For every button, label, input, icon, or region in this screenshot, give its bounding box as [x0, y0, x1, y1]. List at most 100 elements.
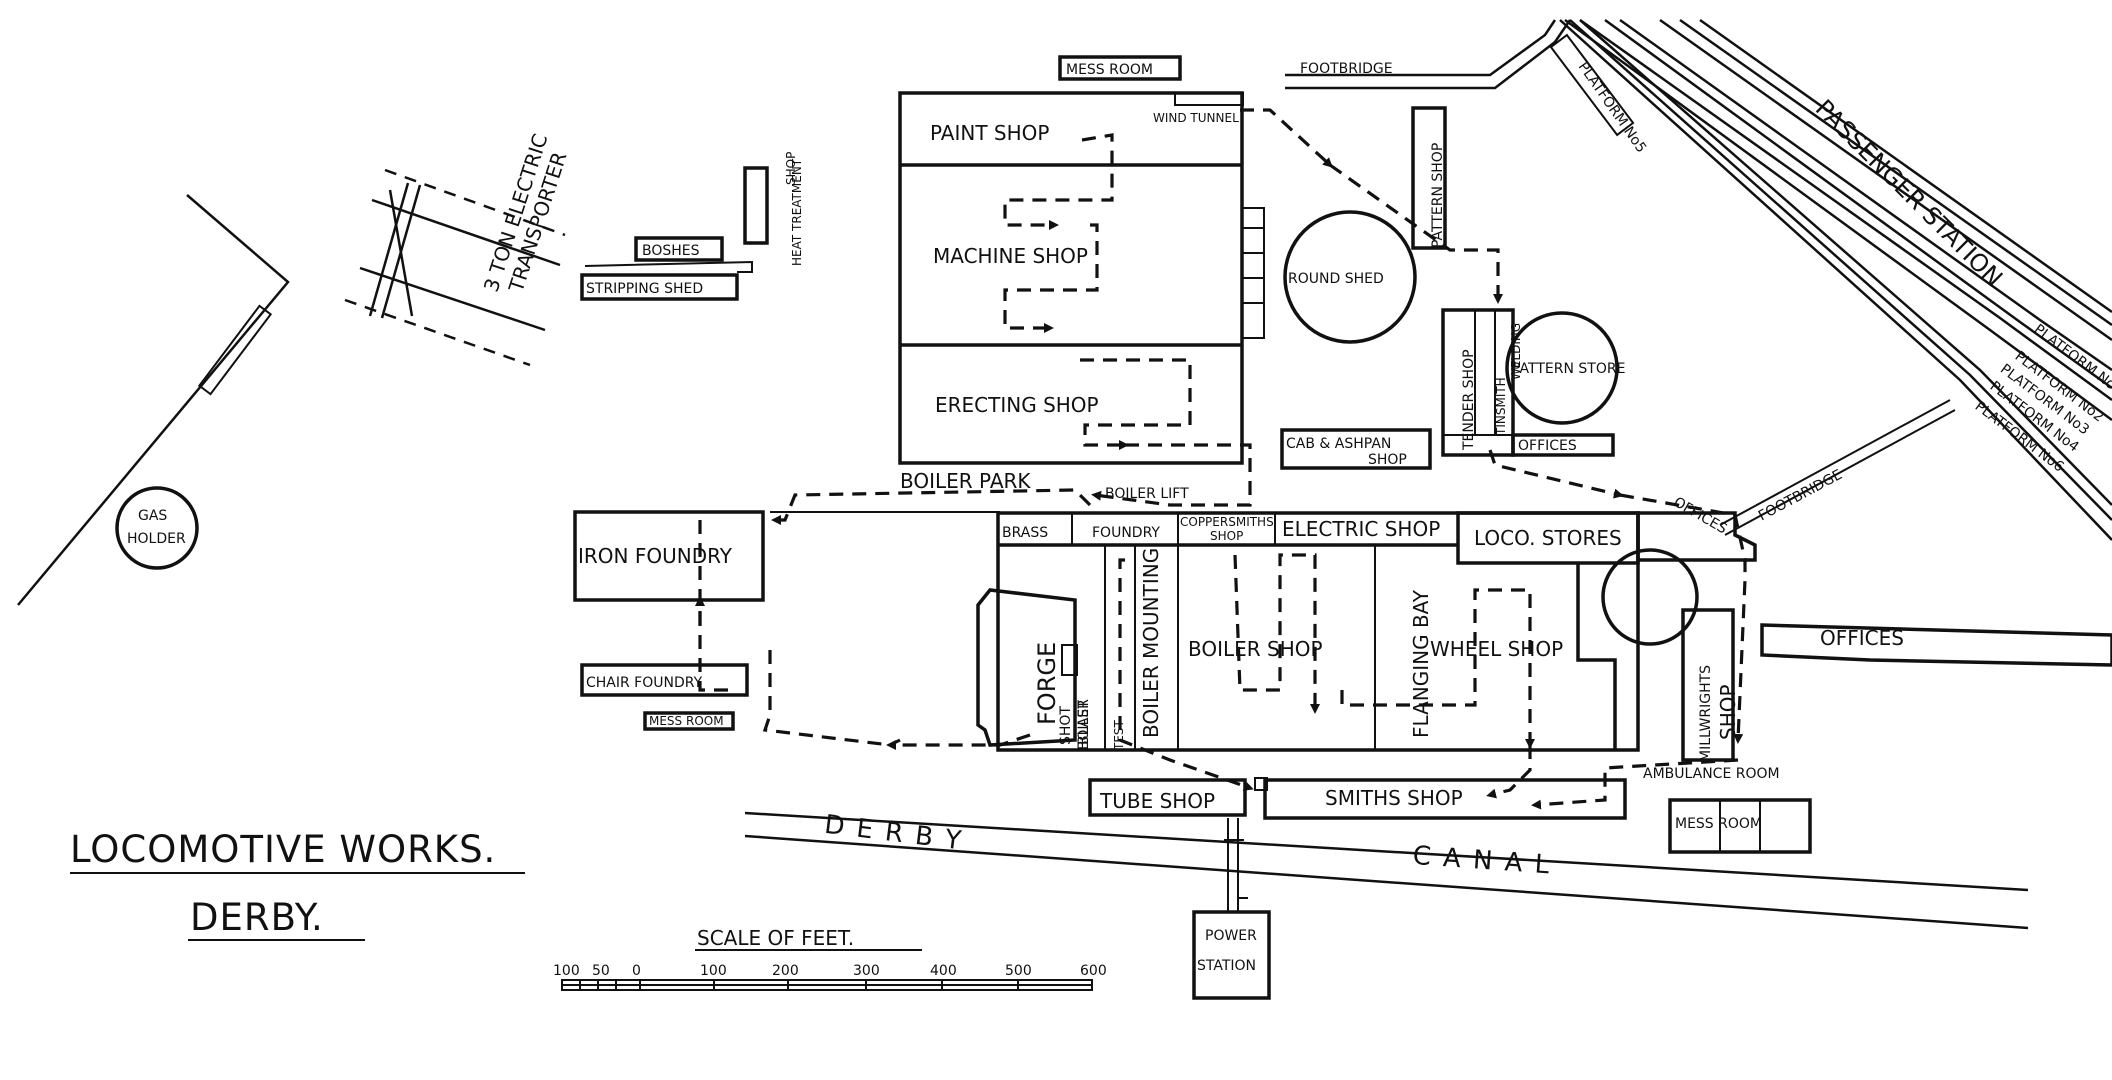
- chair-foundry-label: CHAIR FOUNDRY: [586, 675, 703, 691]
- tender-shop-label: TENDER SHOP: [1461, 349, 1477, 451]
- iron-foundry-label: IRON FOUNDRY: [578, 544, 733, 568]
- boiler-lift-label: BOILER LIFT: [1105, 486, 1189, 502]
- footbridge-right-label: FOOTBRIDGE: [1756, 467, 1845, 525]
- mess-room-right-label: MESS ROOM: [1675, 816, 1762, 832]
- site-boundary-left: [17, 194, 290, 606]
- power-station: POWER STATION: [1192, 818, 1271, 1000]
- footbridge-right: FOOTBRIDGE: [1719, 399, 1956, 536]
- loco-stores-label: LOCO. STORES: [1474, 526, 1622, 550]
- mess-room-small: MESS ROOM: [643, 711, 735, 731]
- canal-word-canal: C A N A L: [1412, 841, 1552, 881]
- pattern-shop-label: PATTERN SHOP: [1430, 143, 1446, 248]
- electric-transporter: 3 TON ELECTRIC TRANSPORTER: [344, 131, 572, 367]
- power-station-label: POWER: [1205, 928, 1257, 944]
- shot-blast-label: SHOT: [1058, 706, 1074, 745]
- pattern-store-label: PATTERN STORE: [1512, 361, 1625, 377]
- mess-room-small-label: MESS ROOM: [649, 714, 724, 728]
- scale-tick-label: 0: [632, 963, 641, 979]
- mess-room-top-label: MESS ROOM: [1066, 62, 1153, 78]
- electric-shop-label: ELECTRIC SHOP: [1282, 517, 1440, 541]
- boiler-park-label: BOILER PARK: [900, 469, 1031, 493]
- tinsmith-label: TINSMITH: [1494, 377, 1508, 436]
- machine-shop-label: MACHINE SHOP: [933, 244, 1088, 268]
- boiler-mounting-label: BOILER MOUNTING: [1139, 548, 1163, 738]
- scale-tick-label: 500: [1005, 963, 1032, 979]
- millwrights-label: MILLWRIGHTS: [1698, 665, 1714, 762]
- brass-label: BRASS: [1002, 525, 1048, 541]
- coppersmiths-label: COPPERSMITHS: [1180, 515, 1274, 529]
- tube-shop: TUBE SHOP: [1088, 778, 1247, 817]
- offices-small-label: OFFICES: [1518, 438, 1577, 454]
- gas-holder-label: GAS: [138, 508, 167, 524]
- tube-shop-label: TUBE SHOP: [1099, 789, 1215, 813]
- title-line-1: LOCOMOTIVE WORKS.: [70, 828, 496, 871]
- footbridge-top: FOOTBRIDGE: [1285, 19, 1572, 90]
- round-shed-label: ROUND SHED: [1288, 271, 1384, 287]
- smiths-shop: SMITHS SHOP: [1254, 777, 1627, 820]
- iron-foundry: IRON FOUNDRY: [573, 510, 765, 602]
- scale-tick-label: 600: [1080, 963, 1107, 979]
- mess-room-right: MESS ROOM: [1668, 798, 1812, 854]
- boshes: BOSHES: [634, 236, 724, 262]
- title-line-2: DERBY.: [190, 896, 324, 939]
- boiler-test-label: BOILER: [1076, 699, 1092, 750]
- canal-word-derby: D E R B Y: [823, 810, 965, 857]
- heat-treatment-shop: HEAT TREATMENT SHOP: [743, 152, 804, 266]
- forge: FORGE SHOT BLAST: [976, 588, 1092, 747]
- stripping-shed-label: STRIPPING SHED: [586, 281, 703, 297]
- passenger-station-label: PASSENGER STATION: [1810, 94, 2008, 292]
- derby-canal: D E R B Y C A N A L: [744, 810, 2029, 930]
- boiler-shop-label: BOILER SHOP: [1188, 637, 1323, 661]
- stripping-shed: STRIPPING SHED: [580, 260, 753, 301]
- flanging-bay-label: FLANGING BAY: [1409, 589, 1433, 738]
- main-block: PAINT SHOP WIND TUNNEL MACHINE SHOP EREC…: [898, 91, 1265, 465]
- foundry-label: FOUNDRY: [1092, 525, 1160, 541]
- erecting-shop-label: ERECTING SHOP: [935, 393, 1099, 417]
- cab-ashpan-label: CAB & ASHPAN: [1286, 436, 1391, 452]
- offices-right: OFFICES: [1760, 623, 2112, 667]
- scale-tick-label: 400: [930, 963, 957, 979]
- ambulance-room-label: AMBULANCE ROOM: [1643, 766, 1780, 782]
- pattern-store: PATTERN STORE: [1505, 311, 1625, 425]
- power-station-label-2: STATION: [1197, 958, 1256, 974]
- heat-treatment-label-2: SHOP: [784, 152, 798, 185]
- wheel-shop-label: WHEEL SHOP: [1430, 637, 1563, 661]
- coppersmiths-label-2: SHOP: [1210, 529, 1243, 543]
- scale-tick-label: 50: [592, 963, 610, 979]
- gas-holder: GAS HOLDER: [115, 486, 199, 570]
- tender-shop-block: TENDER SHOP TINSMITH WELDING: [1441, 308, 1523, 457]
- boshes-label: BOSHES: [642, 243, 700, 259]
- platform-5: PLATFORM No5: [1549, 33, 1649, 156]
- shot-blast-label-2: BLAST: [1076, 700, 1092, 745]
- pattern-shop: PATTERN SHOP: [1411, 106, 1447, 250]
- scale-tick-label: 100: [553, 963, 580, 979]
- mess-room-top: MESS ROOM: [1058, 55, 1182, 81]
- scale-tick-label: 300: [853, 963, 880, 979]
- welding-label: WELDING: [1509, 323, 1523, 380]
- wind-tunnel-label: WIND TUNNEL: [1153, 111, 1239, 125]
- gas-holder-label-2: HOLDER: [127, 531, 186, 547]
- boiler-test-label-2: TEST: [1112, 719, 1126, 751]
- map-title: LOCOMOTIVE WORKS. DERBY.: [70, 828, 525, 941]
- scale-tick-label: 200: [772, 963, 799, 979]
- millwrights-shop: MILLWRIGHTS SHOP: [1681, 608, 1740, 762]
- offices-right-label: OFFICES: [1820, 626, 1904, 650]
- cab-ashpan-shop: CAB & ASHPAN SHOP: [1280, 428, 1432, 470]
- round-shed: ROUND SHED: [1283, 210, 1417, 344]
- cab-ashpan-label-2: SHOP: [1368, 452, 1407, 468]
- offices-small: OFFICES: [1511, 433, 1615, 457]
- millwrights-label-2: SHOP: [1716, 684, 1740, 740]
- scale-bar: SCALE OF FEET. 100 50 0 100 200 300 400 …: [553, 926, 1107, 991]
- scale-caption: SCALE OF FEET.: [697, 926, 854, 950]
- production-route: [695, 108, 1747, 810]
- scale-ticks: 100 50 0 100 200 300 400 500 600: [553, 963, 1107, 979]
- scale-tick-label: 100: [700, 963, 727, 979]
- smiths-shop-label: SMITHS SHOP: [1325, 786, 1463, 810]
- paint-shop-label: PAINT SHOP: [930, 121, 1049, 145]
- heat-treatment-label: HEAT TREATMENT: [790, 158, 804, 266]
- forge-label: FORGE: [1033, 642, 1061, 725]
- chair-foundry: CHAIR FOUNDRY: [580, 663, 749, 697]
- office-corner-label: OFFICES: [1671, 494, 1730, 537]
- footbridge-top-label: FOOTBRIDGE: [1300, 61, 1393, 77]
